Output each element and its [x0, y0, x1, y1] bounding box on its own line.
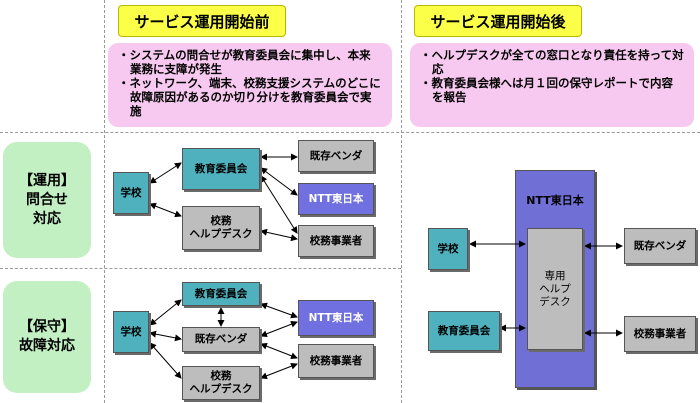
node-helpdesk-operation: 校務 ヘルプデスク — [182, 206, 260, 250]
node-helpdesk-maintenance-text: 校務 ヘルプデスク — [189, 370, 253, 395]
arrow-vendor-ntt-2 — [260, 320, 298, 338]
note-after-item: ・ヘルプデスクが全ての窓口となり責任を持って対応 — [420, 48, 684, 76]
node-school-maintenance: 学校 — [113, 311, 149, 353]
arrow-school-helpdesk — [149, 202, 182, 218]
node-ntt-operation: NTT東日本 — [298, 183, 374, 215]
arrow-school-board-2 — [149, 299, 182, 326]
arrow-school-helpdesk-2 — [149, 342, 182, 379]
header-before: サービス運用開始前 — [118, 5, 286, 37]
node-vendor-after: 既存ベンダ — [624, 228, 696, 264]
row-label-maintenance-text: 【保守】 故障対応 — [19, 319, 75, 354]
note-before: ・システムの問合せが教育委員会に集中し、本来業務に支障が発生 ・ネットワーク、端… — [108, 43, 392, 127]
row-label-operation-text: 【運用】 問合せ 対応 — [19, 172, 75, 227]
node-board-after: 教育委員会 — [428, 311, 500, 351]
note-before-item: ・ネットワーク、端末、校務支援システムのどこに故障原因があるのか切り分けを教育委… — [118, 76, 381, 118]
row-label-maintenance: 【保守】 故障対応 — [3, 281, 91, 393]
arrow-school-vendor-2 — [149, 330, 182, 342]
note-after-item: ・教育委員会様へは月１回の保守レポートで内容を報告 — [420, 76, 673, 104]
note-before-item: ・システムの問合せが教育委員会に集中し、本来業務に支障が発生 — [118, 48, 371, 76]
grid-line-mid — [401, 0, 402, 403]
node-dedicated-helpdesk: 専用 ヘルプ デスク — [527, 228, 583, 350]
row-label-operation: 【運用】 問合せ 対応 — [3, 142, 91, 258]
header-after-text: サービス運用開始後 — [430, 12, 566, 31]
node-school-after: 学校 — [428, 228, 468, 270]
arrow-board-ntt — [260, 167, 298, 196]
header-before-text: サービス運用開始前 — [134, 12, 270, 31]
grid-line-middle — [0, 268, 401, 269]
node-helpdesk-operation-text: 校務 ヘルプデスク — [189, 215, 253, 240]
node-affairs-maintenance: 校務事業者 — [298, 344, 374, 378]
node-affairs-after: 校務事業者 — [624, 316, 696, 352]
arrow-helpdesk-affairs-2 — [260, 362, 298, 380]
grid-line-top — [0, 132, 700, 133]
note-after: ・ヘルプデスクが全ての窓口となり責任を持って対応 ・教育委員会様へは月１回の保守… — [410, 43, 694, 127]
node-board-maintenance: 教育委員会 — [182, 282, 260, 306]
node-affairs-operation: 校務事業者 — [298, 225, 374, 257]
arrow-board-ntt-2 — [260, 302, 298, 319]
node-helpdesk-maintenance: 校務 ヘルプデスク — [182, 366, 260, 400]
ntt-east-container-label: NTT東日本 — [526, 194, 584, 207]
arrow-board-affairs — [260, 175, 298, 234]
node-dedicated-helpdesk-text: 専用 ヘルプ デスク — [539, 269, 571, 308]
node-vendor-maintenance: 既存ベンダ — [182, 327, 260, 352]
header-after: サービス運用開始後 — [414, 5, 582, 37]
node-vendor-operation: 既存ベンダ — [298, 140, 374, 172]
node-school-operation: 学校 — [113, 172, 149, 214]
node-board-operation: 教育委員会 — [182, 148, 260, 190]
grid-line-left — [104, 0, 105, 403]
node-ntt-maintenance: NTT東日本 — [298, 300, 374, 336]
arrow-helpdesk-affairs — [260, 228, 298, 242]
arrow-vendor-affairs-2 — [260, 342, 298, 360]
arrow-school-board — [149, 162, 182, 184]
